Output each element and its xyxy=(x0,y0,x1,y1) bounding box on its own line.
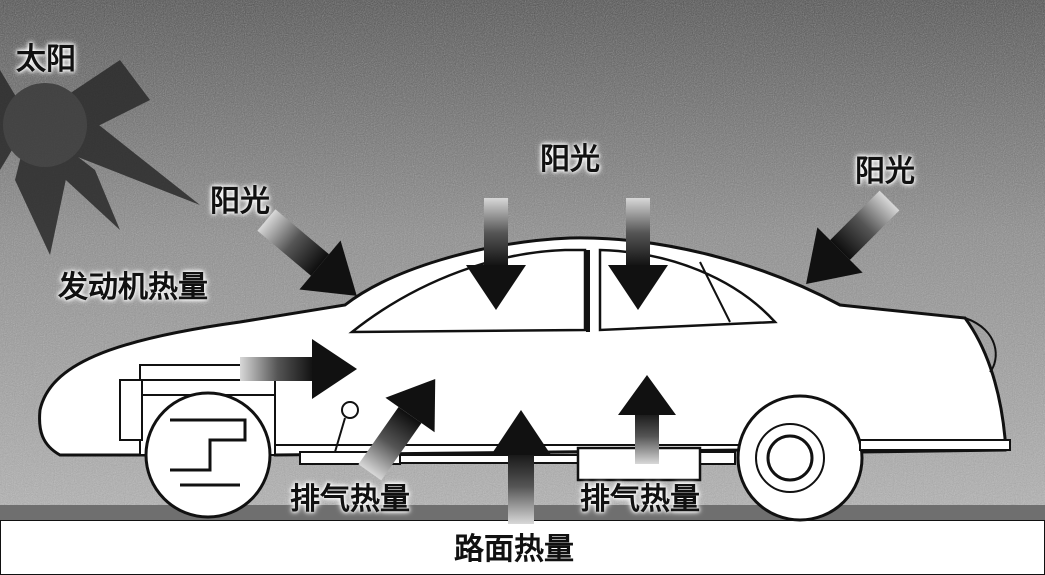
wheel-icon xyxy=(144,391,272,519)
arrow-icon xyxy=(608,198,668,310)
label-sunlight-left: 阳光 xyxy=(210,184,270,219)
label-exhaust-heat-left: 排气热量 xyxy=(290,482,410,517)
arrow-icon xyxy=(358,378,436,481)
wheel-icon xyxy=(736,394,864,522)
arrow-icon xyxy=(806,190,900,284)
label-road-heat: 路面热量 xyxy=(454,532,574,567)
arrow-icon xyxy=(240,339,357,399)
sun-icon xyxy=(0,60,200,255)
label-exhaust-heat-right: 排气热量 xyxy=(580,482,700,517)
label-engine-heat: 发动机热量 xyxy=(58,270,208,305)
arrow-icon xyxy=(618,375,676,464)
arrow-icon xyxy=(491,410,551,524)
label-sunlight-top: 阳光 xyxy=(540,142,600,177)
arrow-icon xyxy=(466,198,526,310)
arrow-icon xyxy=(257,209,357,296)
road-surface xyxy=(0,519,1045,575)
label-sunlight-right: 阳光 xyxy=(855,154,915,189)
label-sun: 太阳 xyxy=(16,42,76,77)
